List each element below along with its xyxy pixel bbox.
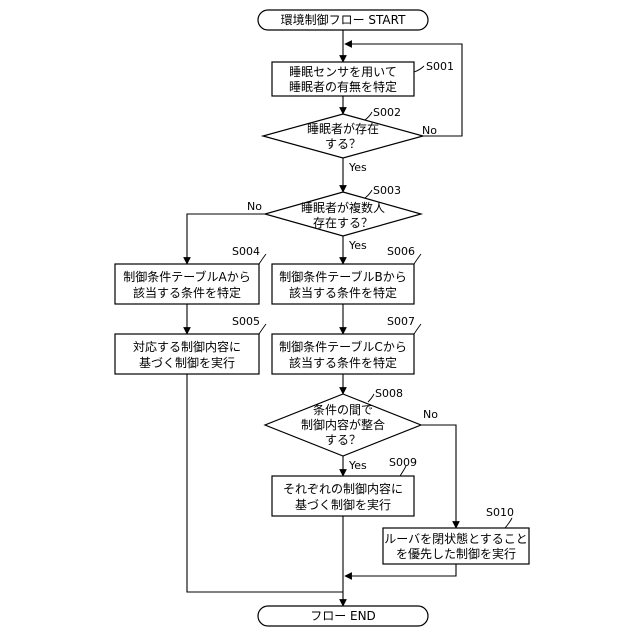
decision-s002-line-2: する？: [325, 137, 361, 151]
step-s009: それぞれの制御内容に 基づく制御を実行 S009: [272, 456, 417, 516]
decision-s003-line-1: 睡眠者が複数人: [301, 200, 385, 215]
flow-s008-no-to-s010: [421, 425, 456, 528]
step-s001-leader: [414, 66, 424, 72]
decision-s002-leader: [365, 112, 372, 120]
step-s009-id: S009: [389, 456, 417, 469]
decision-s003-line-2: 存在する？: [313, 216, 373, 230]
decision-s008-leader: [368, 394, 374, 402]
step-s010-leader: [505, 518, 512, 528]
step-s007-leader: [414, 324, 421, 334]
step-s006-line-2: 該当する条件を特定: [289, 285, 397, 300]
step-s004-leader: [259, 254, 266, 264]
step-s007-line-1: 制御条件テーブルCから: [279, 339, 407, 354]
decision-s008-line-2: 制御内容が整合: [301, 417, 385, 432]
decision-s008-id: S008: [375, 387, 403, 400]
decision-s003-no-label: No: [247, 200, 262, 213]
decision-s002-yes-label: Yes: [348, 161, 367, 174]
step-s009-line-2: 基づく制御を実行: [295, 497, 391, 512]
start-terminal: 環境制御フロー START: [258, 10, 428, 30]
start-label: 環境制御フロー START: [281, 12, 407, 27]
step-s005-leader: [259, 324, 266, 334]
decision-s008-line-3: する？: [325, 433, 361, 447]
step-s010-line-2: を優先した制御を実行: [396, 546, 516, 561]
step-s006-leader: [414, 254, 421, 264]
decision-s008-yes-label: Yes: [348, 459, 367, 472]
decision-s008-no-label: No: [423, 408, 438, 421]
step-s004-id: S004: [232, 245, 260, 258]
step-s007-line-2: 該当する条件を特定: [289, 355, 397, 370]
decision-s002-id: S002: [373, 106, 401, 119]
decision-s003-yes-label: Yes: [348, 239, 367, 252]
end-label: フロー END: [310, 609, 376, 623]
step-s004-line-2: 該当する条件を特定: [133, 285, 241, 300]
step-s001: 睡眠センサを用いて 睡眠者の有無を特定 S001: [272, 60, 454, 96]
step-s004-line-1: 制御条件テーブルAから: [123, 269, 251, 284]
step-s007-id: S007: [387, 315, 415, 328]
step-s005-id: S005: [232, 315, 260, 328]
decision-s008-line-1: 条件の間で: [313, 403, 373, 417]
step-s001-id: S001: [426, 60, 454, 73]
step-s007: 制御条件テーブルCから 該当する条件を特定 S007: [272, 315, 421, 374]
end-terminal: フロー END: [258, 606, 428, 626]
decision-s002-no-label: No: [422, 124, 437, 137]
connectors: [187, 30, 462, 606]
step-s005: 対応する制御内容に 基づく制御を実行 S005: [115, 315, 266, 374]
step-s001-line-1: 睡眠センサを用いて: [289, 65, 397, 79]
decision-s002: 睡眠者が存在 する？ S002 No Yes: [263, 106, 437, 174]
decision-s003: 睡眠者が複数人 存在する？ S003 No Yes: [247, 184, 421, 252]
step-s009-line-1: それぞれの制御内容に: [283, 481, 403, 496]
step-s010-id: S010: [486, 506, 514, 519]
decision-s003-leader: [365, 190, 372, 198]
step-s006-line-1: 制御条件テーブルBから: [279, 269, 407, 284]
step-s001-line-2: 睡眠者の有無を特定: [289, 79, 397, 94]
decision-s002-line-1: 睡眠者が存在: [307, 121, 379, 136]
step-s004: 制御条件テーブルAから 該当する条件を特定 S004: [115, 245, 266, 304]
step-s006: 制御条件テーブルBから 該当する条件を特定 S006: [272, 245, 421, 304]
step-s006-id: S006: [387, 245, 415, 258]
step-s005-line-2: 基づく制御を実行: [139, 355, 235, 370]
step-s010-line-1: ルーバを閉状態とすること: [384, 531, 528, 546]
step-s005-line-1: 対応する制御内容に: [133, 339, 241, 354]
decision-s003-id: S003: [373, 184, 401, 197]
flow-s010-to-merge: [345, 564, 456, 576]
